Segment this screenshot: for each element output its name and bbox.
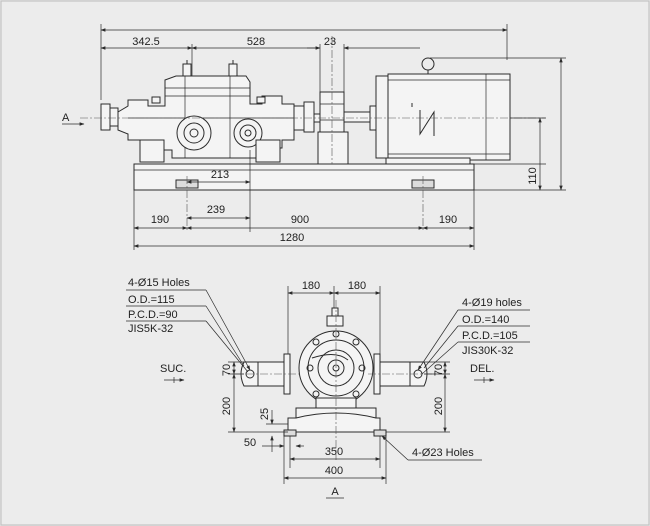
- base-plate: [133, 163, 475, 232]
- dim-70-left: 70: [221, 364, 233, 376]
- dim-200-right: 200: [433, 397, 445, 415]
- top-dimension-chain: 342.5 528 23: [100, 24, 508, 120]
- dim-70-right: 70: [433, 364, 445, 376]
- section-mark-a-top: A: [62, 112, 70, 124]
- front-bottom-dims: 350 400: [283, 436, 387, 484]
- delivery-label-group: DEL.: [470, 363, 495, 383]
- height-dims: 110: [430, 57, 566, 191]
- base-dims: 213 239 190 900 190 1280: [133, 150, 475, 250]
- pump-casing: [100, 60, 315, 163]
- dim-190-left: 190: [151, 214, 169, 226]
- dim-350: 350: [325, 446, 343, 458]
- dim-900: 900: [291, 214, 309, 226]
- section-mark-a-bottom-group: A: [326, 486, 344, 499]
- dim-180-right: 180: [348, 280, 366, 292]
- delivery-pcd-note: P.C.D.=105: [462, 330, 518, 342]
- delivery-label: DEL.: [470, 363, 494, 375]
- dim-50: 50: [244, 437, 256, 449]
- suction-label-group: SUC.: [160, 363, 186, 383]
- delivery-std-note: JIS30K-32: [462, 345, 513, 357]
- dim-1280: 1280: [280, 232, 304, 244]
- suction-od-note: O.D.=115: [128, 294, 175, 306]
- base-holes-label: 4-Ø23 Holes: [412, 447, 474, 459]
- suction-nozzle: [232, 353, 300, 395]
- delivery-holes-note: 4-Ø19 holes: [462, 297, 522, 309]
- dim-180-left: 180: [302, 280, 320, 292]
- dim-239: 239: [207, 204, 225, 216]
- section-mark-a-bottom: A: [331, 486, 339, 498]
- suction-pcd-note: P.C.D.=90: [128, 309, 178, 321]
- suction-holes-note: 4-Ø15 Holes: [128, 277, 190, 289]
- dim-342-5: 342.5: [132, 36, 160, 48]
- dim-200-left: 200: [221, 397, 233, 415]
- base-holes-note: 4-Ø23 Holes: [381, 435, 482, 461]
- dim-25: 25: [259, 408, 271, 420]
- section-arrow-a-top: A: [62, 112, 85, 126]
- dim-190-right: 190: [439, 214, 457, 226]
- dim-23: 23: [324, 36, 336, 48]
- front-right-dims: 70 200: [386, 361, 450, 433]
- front-left-dims: 70 200 25 50: [221, 361, 304, 452]
- front-view: 180 180: [126, 277, 530, 499]
- dim-110: 110: [527, 167, 539, 185]
- electric-motor: [369, 57, 511, 167]
- suction-std-note: JIS5K-32: [128, 323, 173, 335]
- dim-213: 213: [211, 169, 229, 181]
- front-top-dims: 180 180: [287, 280, 381, 360]
- delivery-flange-note: 4-Ø19 holes O.D.=140 P.C.D.=105 JIS30K-3…: [417, 297, 530, 375]
- top-view: 342.5 528 23: [62, 24, 566, 250]
- dim-528: 528: [247, 36, 265, 48]
- suction-label: SUC.: [160, 363, 186, 375]
- dim-400: 400: [325, 465, 343, 477]
- delivery-od-note: O.D.=140: [462, 314, 509, 326]
- suction-flange-note: 4-Ø15 Holes O.D.=115 P.C.D.=90 JIS5K-32: [126, 277, 251, 373]
